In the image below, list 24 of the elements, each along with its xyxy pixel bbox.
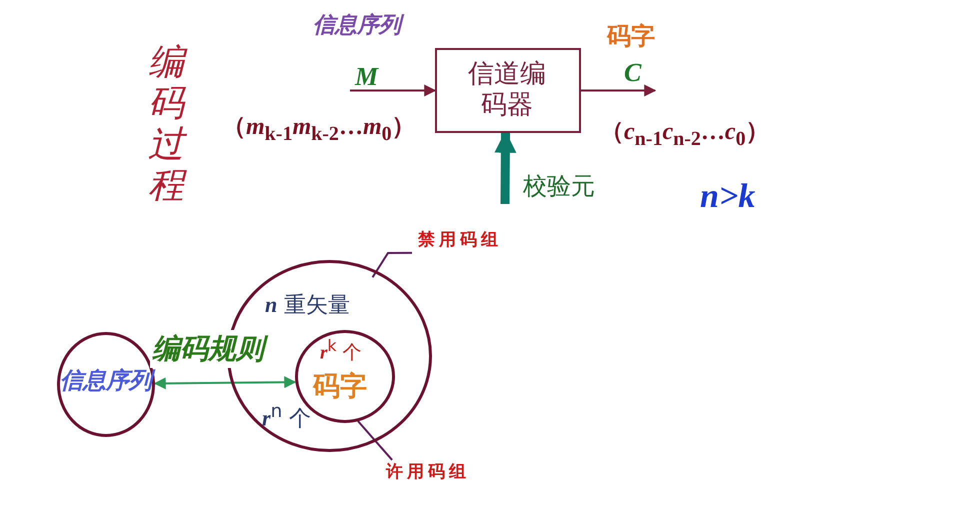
check-bits-label: 校验元 — [523, 171, 595, 202]
sequence-text: （c$_{n-1}$c$_{n-2}$…c$_{0}$） — [600, 118, 770, 151]
callout-label: 许用码组 — [386, 461, 470, 483]
arrow — [350, 84, 436, 96]
encoder-label: 信道编码器 — [467, 59, 547, 121]
edge-label: M — [355, 62, 378, 92]
leader-line — [357, 420, 393, 461]
circle-label: r$^{k}$ 个 — [320, 336, 362, 366]
inequality-text: n>k — [700, 178, 756, 216]
circle-label: 信息序列 — [59, 365, 153, 396]
arrow — [581, 84, 656, 96]
sequence-text: （m$_{k-1}$m$_{k-2}$…m$_{0}$） — [222, 113, 416, 146]
vertical-title: 编码过程 — [148, 42, 188, 206]
edge-label: C — [624, 58, 642, 88]
arrow — [494, 130, 516, 204]
codeword-label: 码字 — [313, 370, 367, 404]
leader-line — [372, 252, 412, 278]
edge-label: 编码规则 — [150, 330, 266, 368]
arrow — [154, 376, 296, 390]
circle-label: n 重矢量 — [265, 291, 350, 320]
callout-label: 禁用码组 — [418, 229, 502, 251]
label-text: 码字 — [607, 21, 655, 52]
encoder-box — [435, 48, 581, 133]
circle-label: r$^{n}$ 个 — [262, 401, 312, 434]
